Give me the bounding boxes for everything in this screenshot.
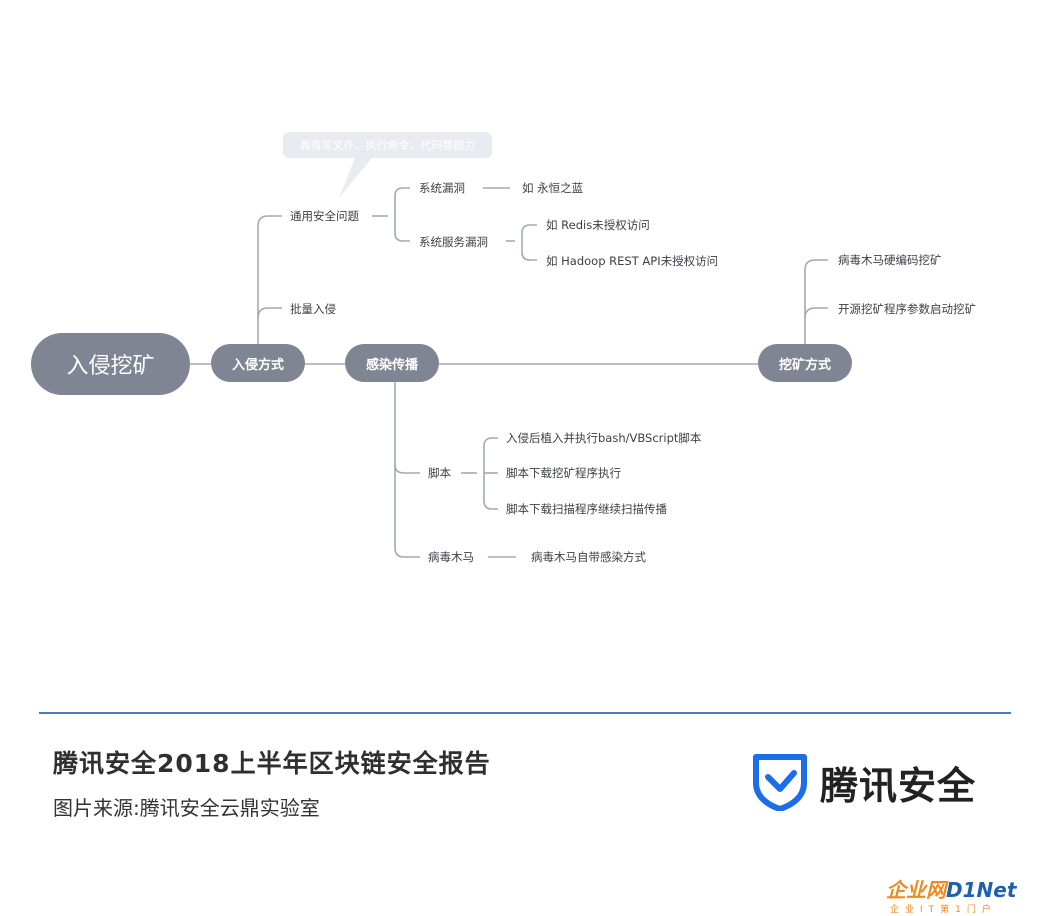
infection-spread-node: 感染传播 [345, 344, 439, 382]
tencent-security-logo: 腾讯安全 [752, 752, 976, 812]
script-item-2: 脚本下载挖矿程序执行 [506, 466, 621, 480]
watermark-slogan: 企业IT第1门户 [890, 905, 997, 915]
common-security-label: 通用安全问题 [290, 209, 359, 223]
system-vuln-label: 系统漏洞 [419, 181, 465, 195]
callout-pointer [339, 158, 372, 198]
capability-callout: 具有写文件、执行命令、代码等能力 [283, 132, 492, 158]
footer-divider [39, 712, 1011, 714]
mining-item-2: 开源挖矿程序参数启动挖矿 [838, 302, 976, 316]
batch-intrusion-label: 批量入侵 [290, 302, 336, 316]
script-label: 脚本 [428, 466, 451, 480]
script-item-3: 脚本下载扫描程序继续扫描传播 [506, 502, 667, 516]
intrusion-method-node: 入侵方式 [211, 344, 305, 382]
watermark-cn: 企业网 [886, 878, 946, 902]
service-vuln-label: 系统服务漏洞 [419, 235, 488, 249]
watermark-brand: D1Net [946, 878, 1017, 902]
mining-method-node: 挖矿方式 [758, 344, 852, 382]
script-item-1: 入侵后植入并执行bash/VBScript脚本 [506, 431, 702, 445]
brand-name: 腾讯安全 [820, 763, 977, 808]
redis-example-label: 如 Redis未授权访问 [546, 218, 650, 232]
shield-check-icon [753, 754, 807, 811]
mining-item-1: 病毒木马硬编码挖矿 [838, 253, 942, 267]
image-source: 图片来源:腾讯安全云鼎实验室 [53, 796, 320, 820]
eternalblue-example-label: 如 永恒之蓝 [522, 181, 584, 195]
trojan-label: 病毒木马 [428, 550, 474, 564]
trojan-item: 病毒木马自带感染方式 [531, 550, 646, 564]
report-title: 腾讯安全2018上半年区块链安全报告 [53, 749, 491, 778]
root-node: 入侵挖矿 [31, 333, 190, 395]
d1net-watermark: 企业网D1Net 企业IT第1门户 [886, 874, 1046, 915]
hadoop-example-label: 如 Hadoop REST API未授权访问 [546, 254, 719, 268]
